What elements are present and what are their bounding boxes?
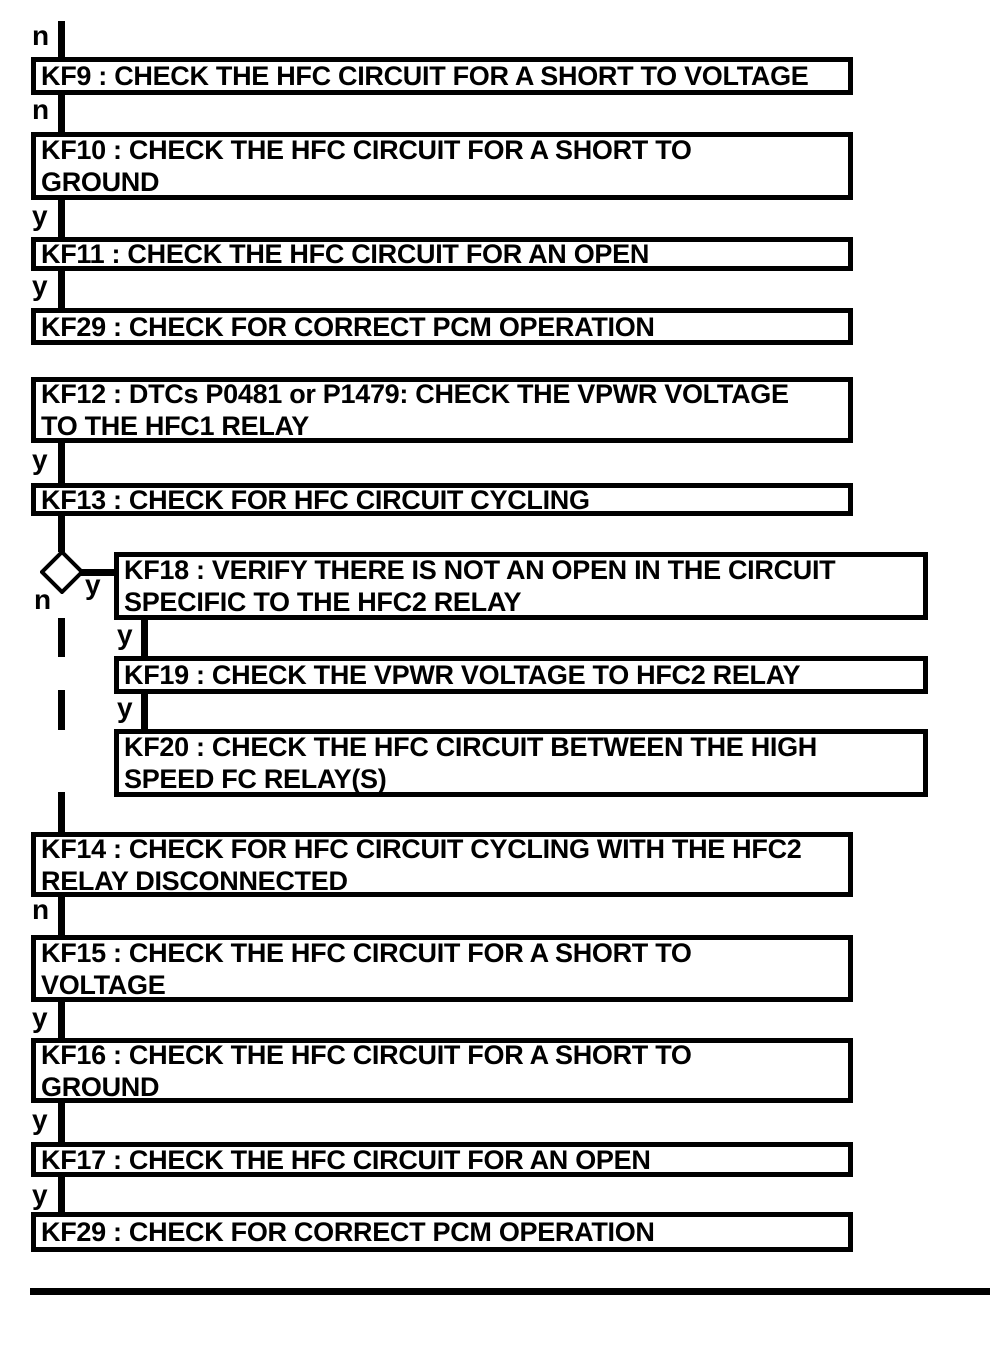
flow-node-kf14: KF14 : CHECK FOR HFC CIRCUIT CYCLING WIT… xyxy=(31,832,853,897)
edge-label-kf10-kf11: y xyxy=(32,200,48,231)
flow-node-kf10-label: KF10 : CHECK THE HFC CIRCUIT FOR A SHORT… xyxy=(41,135,692,197)
edge-label-kf12-kf13: y xyxy=(32,444,48,475)
connector-kf14-kf15 xyxy=(58,897,65,935)
flow-node-kf11: KF11 : CHECK THE HFC CIRCUIT FOR AN OPEN xyxy=(31,237,853,271)
connector-kf9-kf10 xyxy=(58,95,65,132)
flow-node-kf9: KF9 : CHECK THE HFC CIRCUIT FOR A SHORT … xyxy=(31,57,853,95)
connector-kf16-kf17 xyxy=(58,1103,65,1142)
flow-node-kf16: KF16 : CHECK THE HFC CIRCUIT FOR A SHORT… xyxy=(31,1038,853,1103)
connector-kf11-kf29 xyxy=(58,271,65,308)
connector-kf15-kf16 xyxy=(58,1002,65,1038)
decision-yes-branch-line xyxy=(79,569,115,576)
flow-node-kf9-label: KF9 : CHECK THE HFC CIRCUIT FOR A SHORT … xyxy=(41,61,809,91)
flow-node-kf18: KF18 : VERIFY THERE IS NOT AN OPEN IN TH… xyxy=(114,552,928,620)
flow-node-kf16-label: KF16 : CHECK THE HFC CIRCUIT FOR A SHORT… xyxy=(41,1039,692,1102)
flow-node-kf14-label: KF14 : CHECK FOR HFC CIRCUIT CYCLING WIT… xyxy=(41,833,802,896)
edge-label-kf14-kf15: n xyxy=(32,894,50,925)
edge-label-decision-no: n xyxy=(34,584,52,615)
connector-kf18-kf19 xyxy=(141,620,148,656)
decision-no-dash-1 xyxy=(58,618,65,657)
flow-node-kf29-lower: KF29 : CHECK FOR CORRECT PCM OPERATION xyxy=(31,1212,853,1252)
flow-node-kf19-label: KF19 : CHECK THE VPWR VOLTAGE TO HFC2 RE… xyxy=(124,660,801,690)
flow-node-kf12-label: KF12 : DTCs P0481 or P1479: CHECK THE VP… xyxy=(41,379,789,441)
connector-kf19-kf20 xyxy=(141,694,148,729)
connector-kf12-kf13 xyxy=(58,443,65,483)
connector-kf10-kf11 xyxy=(58,200,65,237)
flow-node-kf29-lower-label: KF29 : CHECK FOR CORRECT PCM OPERATION xyxy=(41,1217,655,1247)
flow-node-kf20-label: KF20 : CHECK THE HFC CIRCUIT BETWEEN THE… xyxy=(124,732,818,794)
edge-label-kf17-kf29: y xyxy=(32,1179,48,1210)
flow-node-kf19: KF19 : CHECK THE VPWR VOLTAGE TO HFC2 RE… xyxy=(114,656,928,694)
edge-label-kf19-kf20: y xyxy=(117,692,133,723)
flow-node-kf29-upper: KF29 : CHECK FOR CORRECT PCM OPERATION xyxy=(31,308,853,345)
flow-node-kf18-label: KF18 : VERIFY THERE IS NOT AN OPEN IN TH… xyxy=(124,555,836,617)
flow-node-kf12: KF12 : DTCs P0481 or P1479: CHECK THE VP… xyxy=(31,377,853,443)
flow-node-kf17: KF17 : CHECK THE HFC CIRCUIT FOR AN OPEN xyxy=(31,1142,853,1177)
edge-label-decision-yes: y xyxy=(85,569,101,600)
connector-kf13-decision xyxy=(58,516,65,552)
flow-node-kf15-label: KF15 : CHECK THE HFC CIRCUIT FOR A SHORT… xyxy=(41,937,692,1000)
decision-diamond xyxy=(40,550,84,594)
flow-node-kf13-label: KF13 : CHECK FOR HFC CIRCUIT CYCLING xyxy=(41,484,590,515)
flow-node-kf13: KF13 : CHECK FOR HFC CIRCUIT CYCLING xyxy=(31,483,853,516)
connector-kf17-kf29 xyxy=(58,1177,65,1212)
decision-no-dash-3 xyxy=(58,792,65,832)
flow-node-kf17-label: KF17 : CHECK THE HFC CIRCUIT FOR AN OPEN xyxy=(41,1144,651,1175)
flow-node-kf29-upper-label: KF29 : CHECK FOR CORRECT PCM OPERATION xyxy=(41,311,655,342)
flow-node-kf11-label: KF11 : CHECK THE HFC CIRCUIT FOR AN OPEN xyxy=(41,239,650,269)
edge-label-kf16-kf17: y xyxy=(32,1104,48,1135)
edge-label-into-kf9: n xyxy=(32,20,50,51)
bottom-divider-rule xyxy=(30,1288,990,1295)
flow-node-kf10: KF10 : CHECK THE HFC CIRCUIT FOR A SHORT… xyxy=(31,132,853,200)
connector-into-kf9 xyxy=(58,21,65,57)
edge-label-kf11-kf29: y xyxy=(32,270,48,301)
edge-label-kf18-kf19: y xyxy=(117,619,133,650)
decision-no-dash-2 xyxy=(58,690,65,730)
edge-label-kf9-kf10: n xyxy=(32,94,50,125)
flow-node-kf15: KF15 : CHECK THE HFC CIRCUIT FOR A SHORT… xyxy=(31,935,853,1002)
edge-label-kf15-kf16: y xyxy=(32,1002,48,1033)
flow-node-kf20: KF20 : CHECK THE HFC CIRCUIT BETWEEN THE… xyxy=(114,729,928,797)
